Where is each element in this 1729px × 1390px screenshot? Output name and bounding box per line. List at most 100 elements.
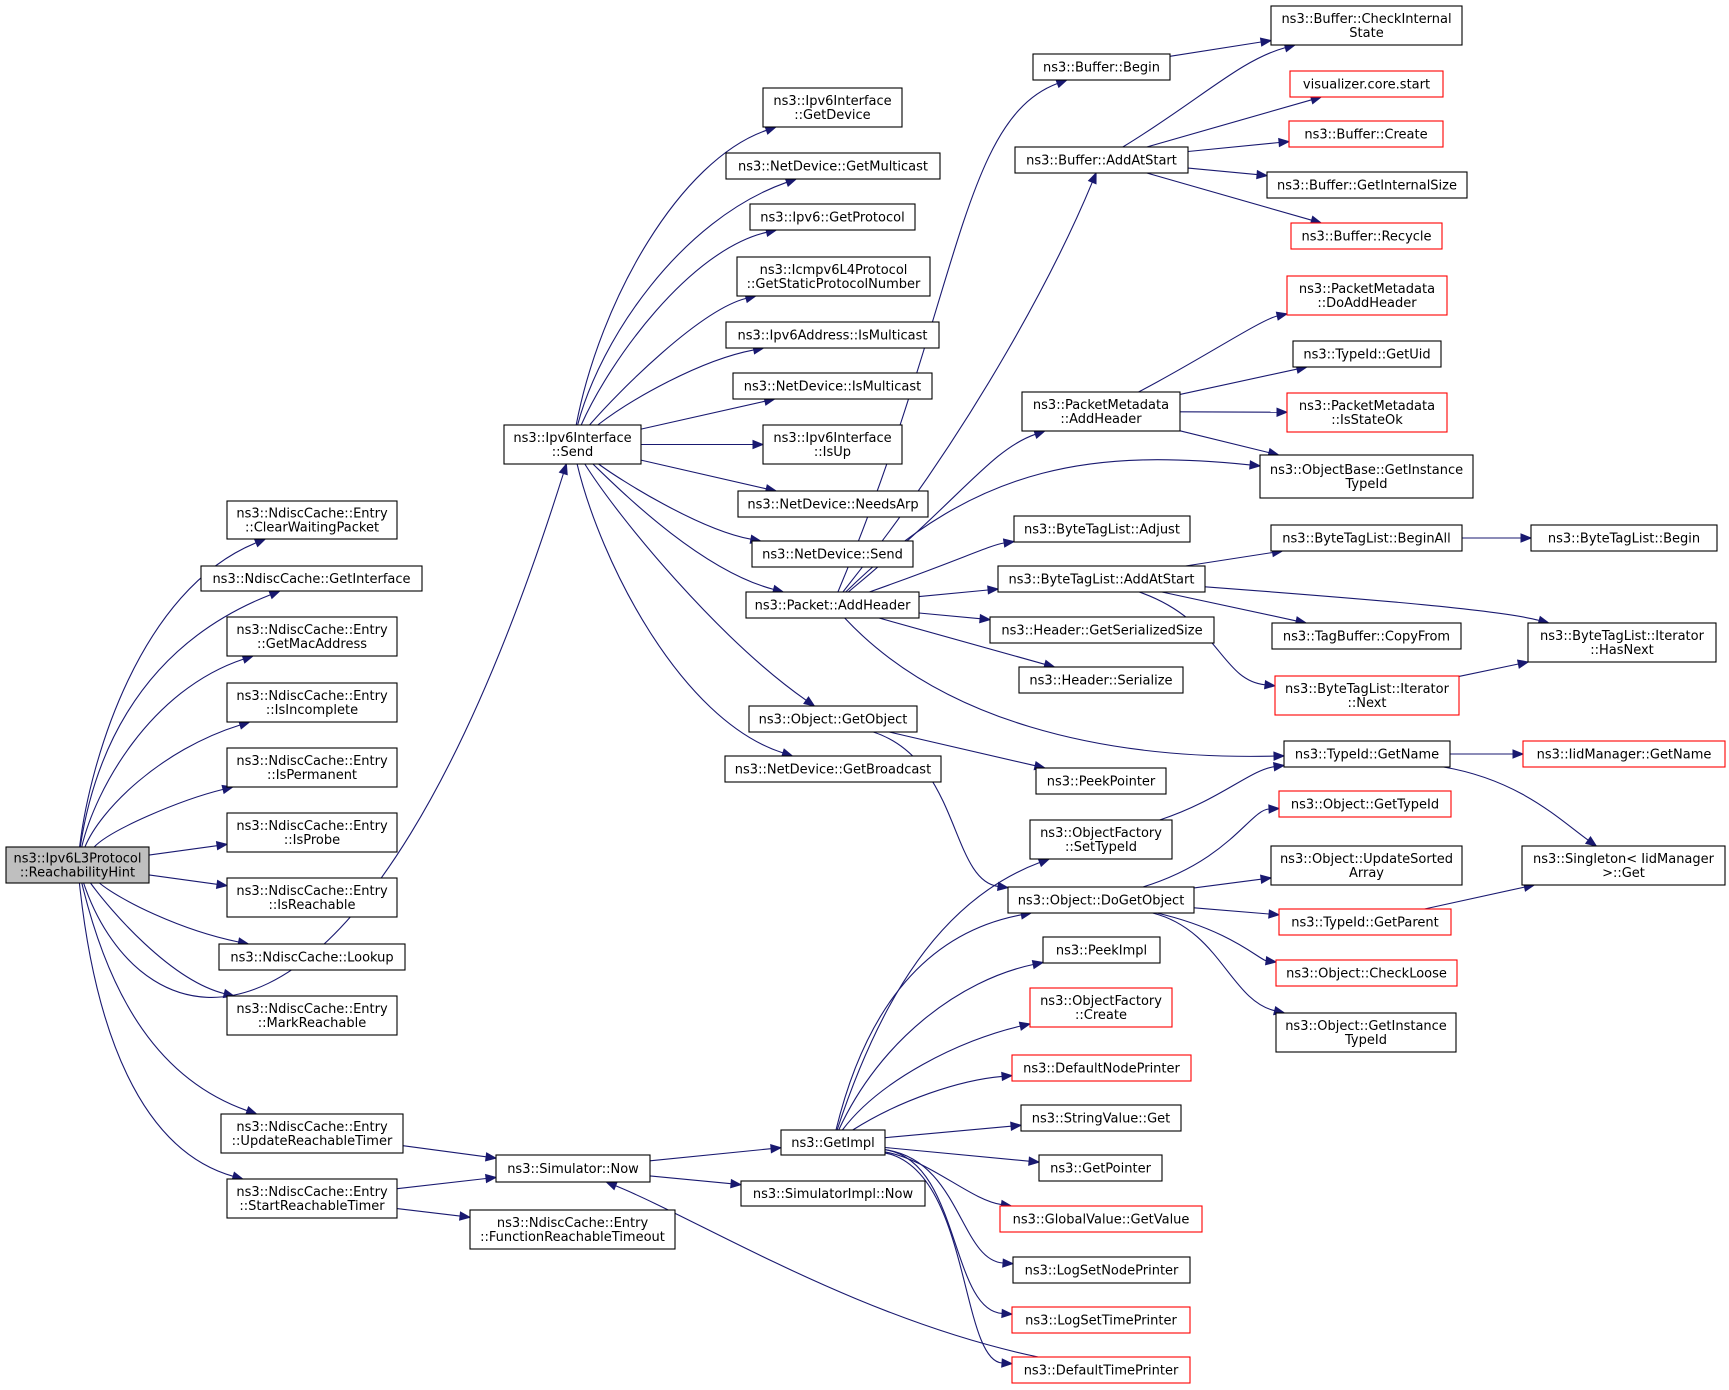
node-box[interactable] [1274, 675, 1460, 716]
node-btlbeginall[interactable]: ns3::ByteTagList::BeginAll [1270, 524, 1463, 552]
node-btlbegin[interactable]: ns3::ByteTagList::Begin [1530, 524, 1718, 552]
node-box[interactable] [1266, 171, 1468, 199]
node-box[interactable] [1021, 391, 1181, 432]
node-box[interactable] [1014, 146, 1189, 174]
node-isprobe[interactable]: ns3::NdiscCache::Entry::IsProbe [226, 812, 398, 853]
node-box[interactable] [226, 877, 398, 918]
node-box[interactable] [1011, 1306, 1191, 1334]
node-box[interactable] [1278, 790, 1452, 818]
node-getptr[interactable]: ns3::GetPointer [1038, 1154, 1163, 1182]
node-getimpl[interactable]: ns3::GetImpl [780, 1129, 886, 1156]
node-isperm[interactable]: ns3::NdiscCache::Entry::IsPermanent [226, 747, 398, 788]
node-box[interactable] [999, 1205, 1203, 1233]
node-box[interactable] [724, 755, 942, 783]
node-box[interactable] [751, 540, 914, 568]
node-lookup[interactable]: ns3::NdiscCache::Lookup [218, 943, 406, 971]
node-box[interactable] [1038, 1154, 1163, 1182]
node-box[interactable] [780, 1129, 886, 1156]
node-box[interactable] [1275, 959, 1458, 987]
node-starttimer[interactable]: ns3::NdiscCache::Entry::StartReachableTi… [226, 1178, 398, 1219]
node-ifisup[interactable]: ns3::Ipv6Interface::IsUp [762, 424, 903, 465]
node-box[interactable] [1011, 1356, 1191, 1384]
node-vizstart[interactable]: visualizer.core.start [1289, 70, 1444, 98]
node-box[interactable] [749, 203, 916, 231]
node-box[interactable] [226, 616, 398, 657]
node-box[interactable] [503, 424, 642, 465]
node-tbcopy[interactable]: ns3::TagBuffer::CopyFrom [1271, 622, 1462, 650]
node-box[interactable] [1035, 767, 1167, 795]
node-box[interactable] [745, 591, 920, 619]
node-ndsend[interactable]: ns3::NetDevice::Send [751, 540, 914, 568]
node-btladjust[interactable]: ns3::ByteTagList::Adjust [1013, 515, 1191, 543]
node-objgetobj[interactable]: ns3::Object::GetObject [748, 705, 918, 733]
node-singleton[interactable]: ns3::Singleton< IidManager>::Get [1521, 845, 1726, 886]
node-box[interactable] [1271, 622, 1462, 650]
node-box[interactable] [725, 152, 941, 180]
node-ndgetmc[interactable]: ns3::NetDevice::GetMulticast [725, 152, 941, 180]
node-markreach[interactable]: ns3::NdiscCache::Entry::MarkReachable [226, 995, 398, 1036]
node-clear[interactable]: ns3::NdiscCache::Entry::ClearWaitingPack… [226, 500, 398, 540]
node-box[interactable] [1020, 1104, 1182, 1132]
node-box[interactable] [997, 565, 1206, 593]
node-box[interactable] [1032, 53, 1171, 81]
node-ifgetdev[interactable]: ns3::Ipv6Interface::GetDevice [762, 87, 903, 128]
node-pmaddhdr[interactable]: ns3::PacketMetadata::AddHeader [1021, 391, 1181, 432]
node-logsetnode[interactable]: ns3::LogSetNodePrinter [1012, 1256, 1191, 1284]
node-bufgetint[interactable]: ns3::Buffer::GetInternalSize [1266, 171, 1468, 199]
node-box[interactable] [1286, 392, 1448, 433]
node-box[interactable] [226, 812, 398, 853]
node-box[interactable] [1522, 740, 1726, 768]
node-box[interactable] [1259, 454, 1474, 499]
node-box[interactable] [725, 321, 940, 349]
node-isinc[interactable]: ns3::NdiscCache::Entry::IsIncomplete [226, 682, 398, 723]
node-box[interactable] [1270, 845, 1463, 886]
node-gvgetval[interactable]: ns3::GlobalValue::GetValue [999, 1205, 1203, 1233]
node-box[interactable] [1527, 622, 1717, 663]
node-tidgetuid[interactable]: ns3::TypeId::GetUid [1292, 340, 1442, 368]
node-box[interactable] [989, 616, 1215, 644]
node-ndgetbc[interactable]: ns3::NetDevice::GetBroadcast [724, 755, 942, 783]
node-box[interactable] [5, 846, 150, 884]
node-root[interactable]: ns3::Ipv6L3Protocol::ReachabilityHint [5, 846, 150, 884]
node-box[interactable] [1018, 666, 1184, 694]
node-getif[interactable]: ns3::NdiscCache::GetInterface [200, 565, 423, 592]
node-box[interactable] [1029, 987, 1173, 1028]
node-box[interactable] [1292, 340, 1442, 368]
node-getmac[interactable]: ns3::NdiscCache::Entry::GetMacAddress [226, 616, 398, 657]
node-logsettime[interactable]: ns3::LogSetTimePrinter [1011, 1306, 1191, 1334]
node-box[interactable] [1289, 70, 1444, 98]
node-box[interactable] [218, 943, 406, 971]
node-box[interactable] [748, 705, 918, 733]
node-box[interactable] [220, 1113, 404, 1154]
node-box[interactable] [1042, 936, 1161, 964]
node-btlithasnext[interactable]: ns3::ByteTagList::Iterator::HasNext [1527, 622, 1717, 663]
node-btladdstart[interactable]: ns3::ByteTagList::AddAtStart [997, 565, 1206, 593]
node-bufaddstart[interactable]: ns3::Buffer::AddAtStart [1014, 146, 1189, 174]
node-bufbegin[interactable]: ns3::Buffer::Begin [1032, 53, 1171, 81]
node-pktaddhdr[interactable]: ns3::Packet::AddHeader [745, 591, 920, 619]
node-box[interactable] [1007, 886, 1195, 914]
node-bufrecycle[interactable]: ns3::Buffer::Recycle [1290, 222, 1443, 250]
node-tidgetparent[interactable]: ns3::TypeId::GetParent [1278, 908, 1452, 936]
node-updtimer[interactable]: ns3::NdiscCache::Entry::UpdateReachableT… [220, 1113, 404, 1154]
node-btlitnext[interactable]: ns3::ByteTagList::Iterator::Next [1274, 675, 1460, 716]
node-box[interactable] [762, 87, 903, 128]
node-ndneedsarp[interactable]: ns3::NetDevice::NeedsArp [737, 490, 929, 518]
node-iidgetname[interactable]: ns3::IidManager::GetName [1522, 740, 1726, 768]
node-box[interactable] [732, 372, 933, 400]
node-objgettid[interactable]: ns3::Object::GetTypeId [1278, 790, 1452, 818]
node-objcheckloose[interactable]: ns3::Object::CheckLoose [1275, 959, 1458, 987]
node-peekptr[interactable]: ns3::PeekPointer [1035, 767, 1167, 795]
node-box[interactable] [1278, 908, 1452, 936]
node-funcreach[interactable]: ns3::NdiscCache::Entry::FunctionReachabl… [469, 1209, 676, 1250]
node-hdrgetsize[interactable]: ns3::Header::GetSerializedSize [989, 616, 1215, 644]
node-ndismc[interactable]: ns3::NetDevice::IsMulticast [732, 372, 933, 400]
node-box[interactable] [762, 424, 903, 465]
node-box[interactable] [469, 1209, 676, 1250]
node-box[interactable] [1013, 515, 1191, 543]
node-box[interactable] [1290, 222, 1443, 250]
node-box[interactable] [1270, 5, 1463, 46]
node-box[interactable] [740, 1180, 926, 1207]
